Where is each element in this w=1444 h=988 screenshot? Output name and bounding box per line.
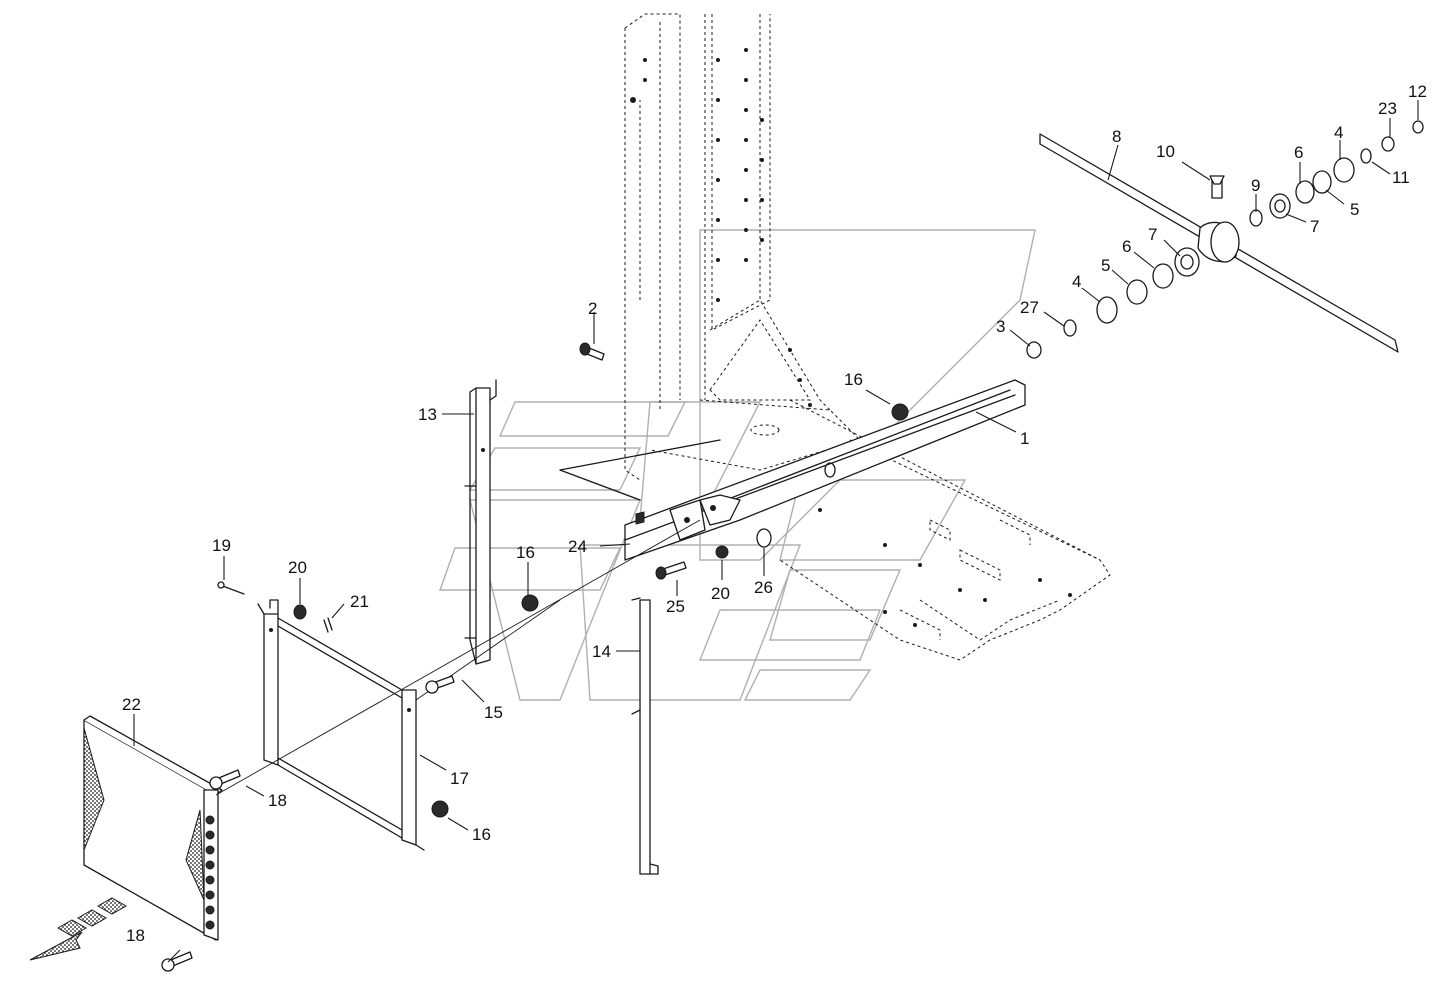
callout-3: 3 <box>996 317 1005 336</box>
callout-16b: 16 <box>516 543 535 562</box>
frame-17 <box>257 599 425 851</box>
callout-24: 24 <box>568 537 587 556</box>
bearing-stack <box>1026 120 1424 359</box>
cooler-core-22 <box>29 715 223 961</box>
callout-17: 17 <box>450 769 469 788</box>
callout-27: 27 <box>1020 298 1039 317</box>
leader-lines <box>133 100 1419 963</box>
callout-13: 13 <box>418 405 437 424</box>
callout-11: 11 <box>1392 168 1410 187</box>
callout-4a: 4 <box>1072 272 1081 291</box>
fasteners <box>161 342 909 972</box>
callout-19: 19 <box>212 536 231 555</box>
callout-6a: 6 <box>1122 237 1131 256</box>
callout-25: 25 <box>666 597 685 616</box>
callouts: 1 2 3 4 4 5 5 6 6 7 7 8 9 10 11 12 13 14… <box>122 82 1427 945</box>
callout-26: 26 <box>754 578 773 597</box>
bracket-13 <box>464 379 497 665</box>
drive-shaft <box>1039 133 1399 353</box>
watermark-logo <box>439 229 1036 701</box>
callout-16c: 16 <box>472 825 491 844</box>
callout-7b: 7 <box>1310 217 1319 236</box>
callout-2: 2 <box>588 299 597 318</box>
callout-1: 1 <box>1020 429 1029 448</box>
callout-9: 9 <box>1251 176 1260 195</box>
callout-20a: 20 <box>288 558 307 577</box>
callout-16a: 16 <box>844 370 863 389</box>
callout-6b: 6 <box>1294 143 1303 162</box>
main-beam <box>559 379 1026 561</box>
callout-7a: 7 <box>1148 225 1157 244</box>
callout-23: 23 <box>1378 99 1397 118</box>
callout-5b: 5 <box>1350 200 1359 219</box>
callout-8: 8 <box>1112 127 1121 146</box>
callout-4b: 4 <box>1334 123 1343 142</box>
callout-20b: 20 <box>711 584 730 603</box>
callout-21: 21 <box>350 592 369 611</box>
callout-18a: 18 <box>268 791 287 810</box>
bracket-14 <box>631 597 659 875</box>
callout-5a: 5 <box>1101 256 1110 275</box>
callout-10: 10 <box>1156 142 1175 161</box>
callout-15: 15 <box>484 703 503 722</box>
base-platform <box>779 399 1111 661</box>
assembly-line <box>215 519 701 796</box>
vertical-column <box>624 13 861 481</box>
callout-18b: 18 <box>126 926 145 945</box>
callout-22: 22 <box>122 695 141 714</box>
callout-14: 14 <box>592 642 611 661</box>
callout-12: 12 <box>1408 82 1427 101</box>
